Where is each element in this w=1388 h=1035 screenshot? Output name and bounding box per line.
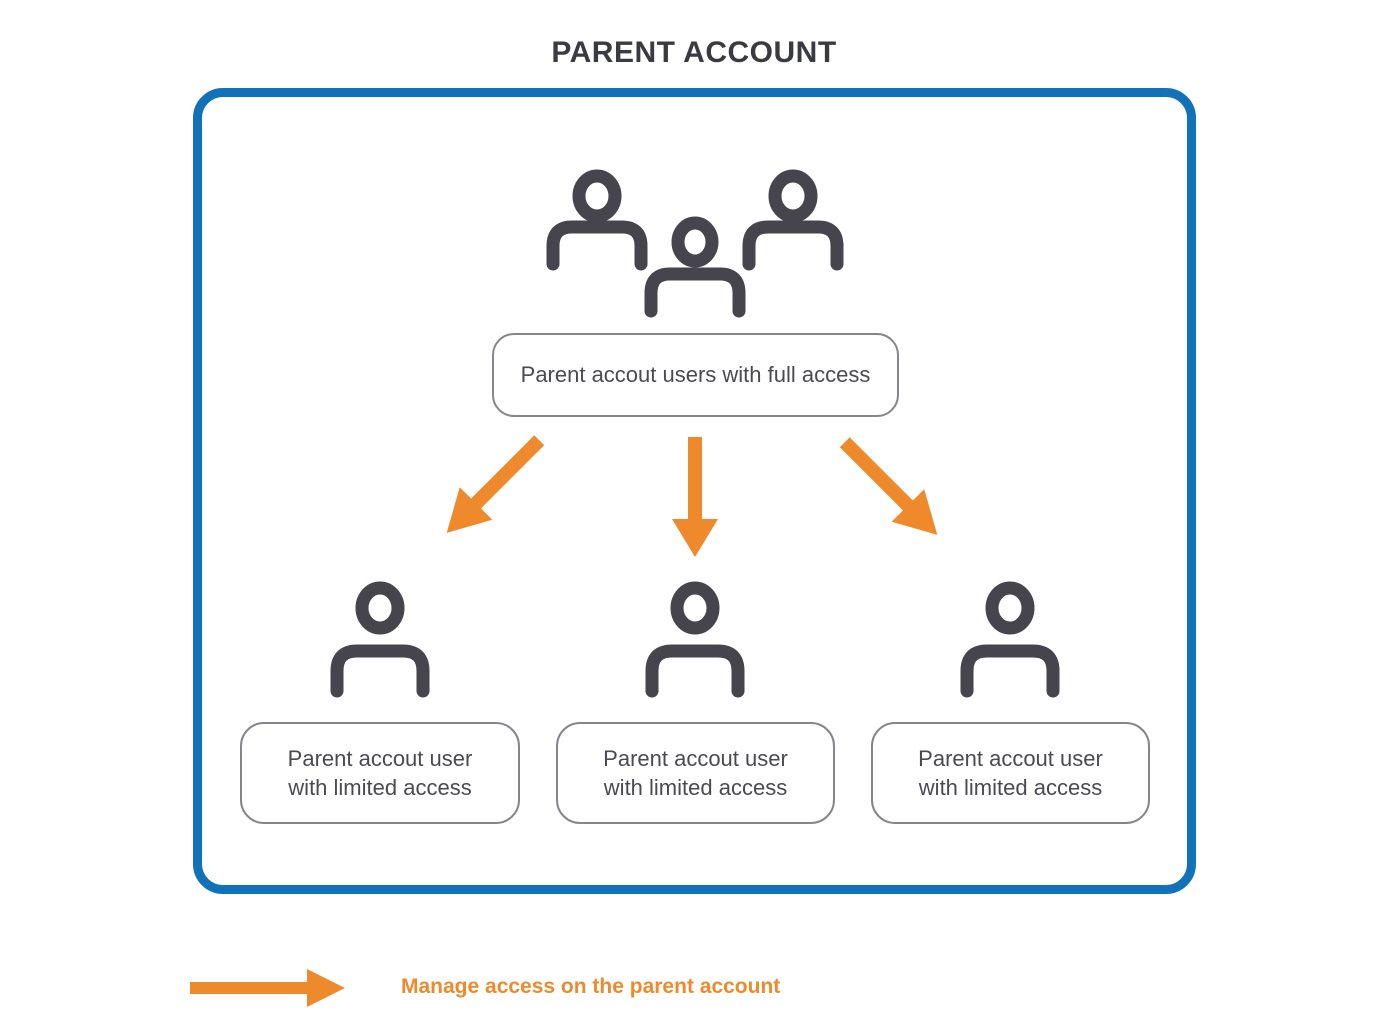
limited-access-label: Parent accout user with limited access bbox=[918, 745, 1103, 800]
page-title: PARENT ACCOUNT bbox=[551, 36, 837, 69]
legend-arrow-icon bbox=[190, 969, 345, 1007]
legend-label: Manage access on the parent account bbox=[401, 975, 781, 998]
manage-access-arrow-left-icon bbox=[446, 435, 545, 533]
limited-access-label: Parent accout user with limited access bbox=[287, 745, 473, 800]
full-access-label: Parent accout users with full access bbox=[520, 362, 871, 388]
group-users-icon bbox=[546, 169, 844, 318]
limited-access-label: Parent accout user with limited access bbox=[603, 745, 788, 800]
limited-access-box: Parent accout user with limited access bbox=[240, 722, 520, 824]
full-access-box: Parent accout users with full access bbox=[492, 333, 899, 417]
legend: Manage access on the parent account bbox=[0, 955, 1388, 1025]
manage-access-arrow-right-icon bbox=[839, 437, 938, 535]
person-icon bbox=[330, 581, 430, 698]
person-icon bbox=[960, 581, 1060, 698]
limited-access-box: Parent accout user with limited access bbox=[556, 722, 835, 824]
person-icon bbox=[645, 581, 745, 698]
manage-access-arrow-middle-icon bbox=[672, 437, 718, 557]
limited-access-box: Parent accout user with limited access bbox=[871, 722, 1150, 824]
